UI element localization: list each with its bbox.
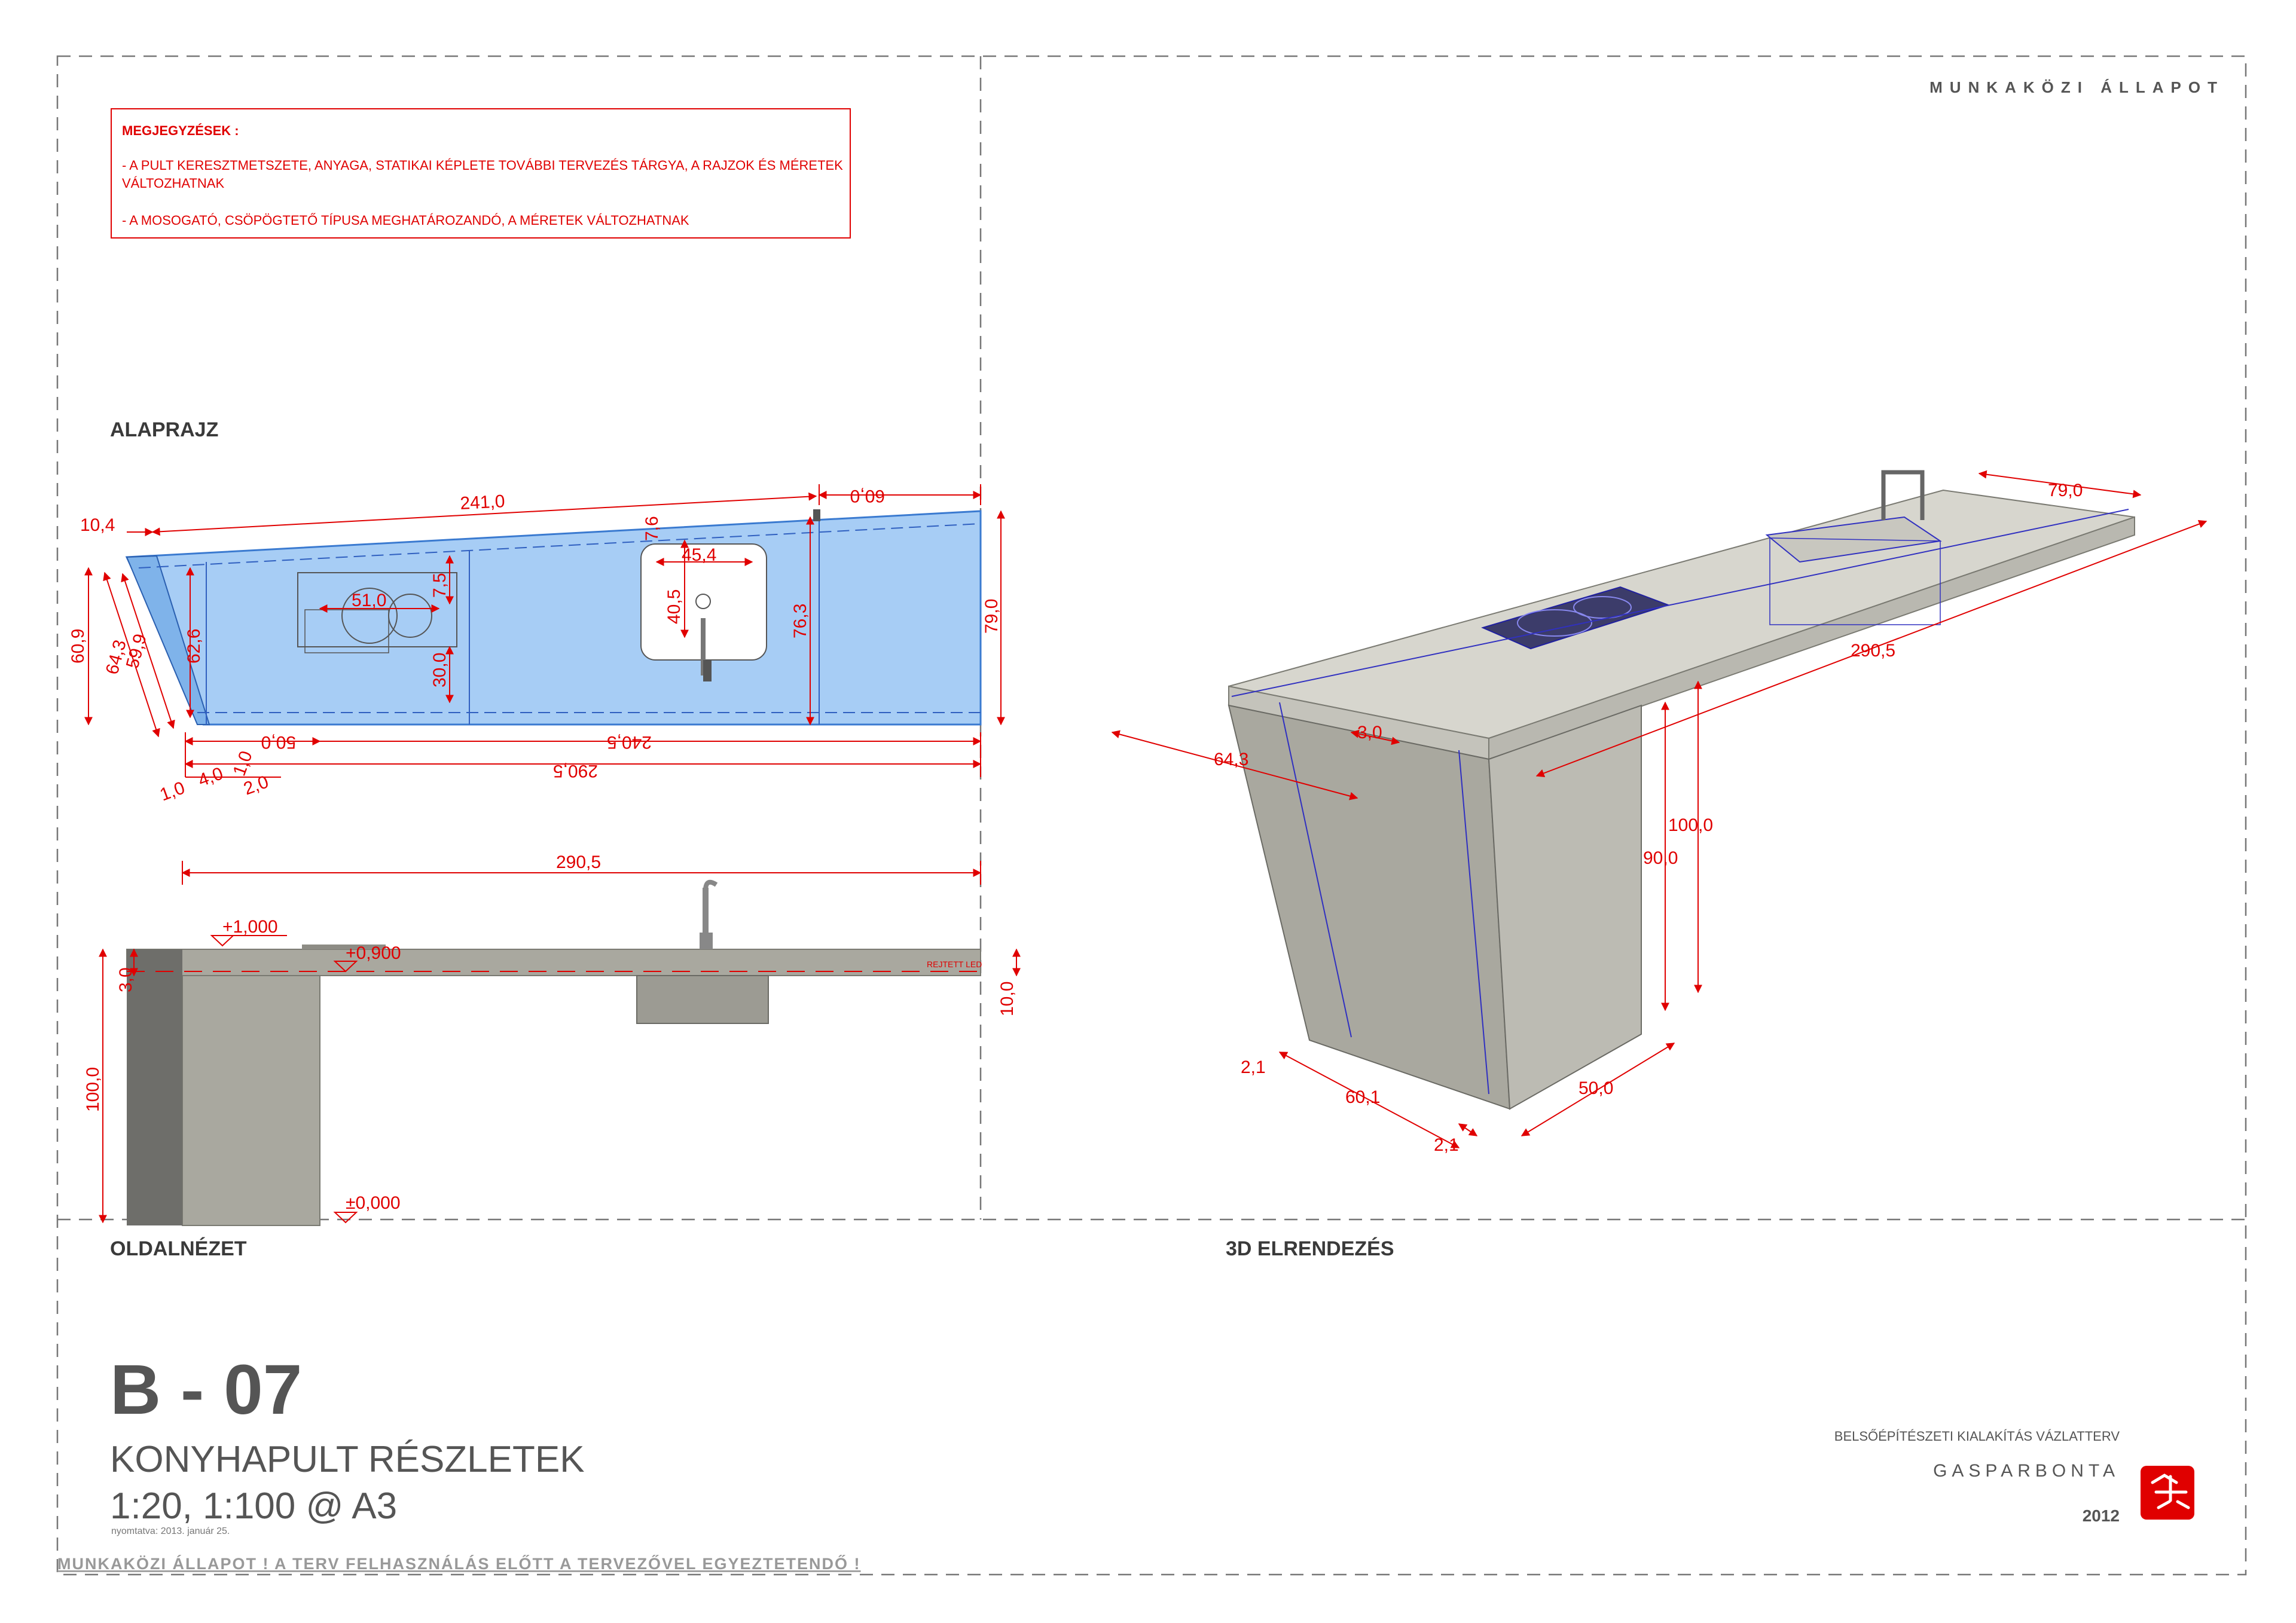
level-plus-1000: +1,000 <box>222 917 278 937</box>
plan-dimensions <box>84 484 1005 778</box>
dim-241: 241,0 <box>460 491 506 514</box>
level-plus-0900: +0,900 <box>346 943 401 963</box>
iso-dim-90: 90,0 <box>1643 848 1678 868</box>
iso-cabinet-front <box>1488 704 1642 1110</box>
dim-79: 79,0 <box>982 599 1002 634</box>
side-dimension-labels: 290,5 +1,000 +0,900 ±0,000 3,0 100,0 10,… <box>83 852 1017 1213</box>
dim-50: 50,0 <box>261 732 296 752</box>
iso-cabinet-side <box>1228 704 1511 1110</box>
dim-1-0-a: 1,0 <box>157 778 187 805</box>
dim-45-4: 45,4 <box>682 545 716 565</box>
iso-dimension-labels: 79,0 290,5 3,0 64,3 100,0 90,0 2,1 60,1 … <box>1214 481 2083 1155</box>
sheet-frames <box>56 55 2247 1576</box>
side-dimensions <box>99 861 1021 1224</box>
year: 2012 <box>2083 1506 2120 1525</box>
dim-30: 30,0 <box>430 653 450 687</box>
dim-1-0-b: 1,0 <box>230 748 257 778</box>
dim-10-4: 10,4 <box>80 515 115 535</box>
dim-76-3: 76,3 <box>790 604 810 638</box>
iso-countertop-top <box>1228 489 2135 739</box>
side-view-label: OLDALNÉZET <box>110 1237 247 1260</box>
plan-view <box>125 509 982 726</box>
plan-countertop <box>125 510 982 726</box>
side-countertop <box>126 949 981 976</box>
firm-logo-icon <box>2141 1466 2194 1520</box>
drawing-scale: 1:20, 1:100 @ A3 <box>110 1486 397 1527</box>
iso-dim-60-1: 60,1 <box>1345 1087 1380 1107</box>
status-header: MUNKAKÖZI ÁLLAPOT <box>1929 78 2224 96</box>
notes-line3: - A MOSOGATÓ, CSÖPÖGTETŐ TÍPUSA MEGHATÁR… <box>122 213 689 228</box>
dim-7-5: 7,5 <box>430 573 450 598</box>
side-cabinet <box>182 975 320 1226</box>
project-title: BELSŐÉPÍTÉSZETI KIALAKÍTÁS VÁZLATTERV <box>1834 1429 2120 1444</box>
plan-cooktop <box>297 572 457 647</box>
iso-dimensions <box>1111 470 2208 1148</box>
dim-62-6: 62,6 <box>184 629 204 664</box>
level-zero: ±0,000 <box>346 1193 401 1213</box>
iso-dim-64-3: 64,3 <box>1214 750 1248 769</box>
drawing-name: KONYHAPULT RÉSZLETEK <box>110 1439 585 1480</box>
dim-60-top: 60,0 <box>850 486 885 506</box>
iso-dim-2-1-a: 2,1 <box>1241 1057 1266 1077</box>
title-block: B - 07 KONYHAPULT RÉSZLETEK 1:20, 1:100 … <box>57 1350 2194 1573</box>
dim-40-5: 40,5 <box>664 589 684 624</box>
firm-name: GASPARBONTA <box>1933 1461 2120 1481</box>
dim-290-5-plan: 290,5 <box>553 761 598 781</box>
print-date: nyomtatva: 2013. január 25. <box>111 1526 230 1536</box>
dim-4-0: 4,0 <box>196 763 225 790</box>
notes-title: MEGJEGYZÉSEK : <box>122 123 239 138</box>
dim-290-5-side: 290,5 <box>556 852 601 872</box>
iso-view <box>1228 470 2135 1110</box>
iso-view-label: 3D ELRENDEZÉS <box>1226 1237 1394 1260</box>
side-end-panel <box>127 949 182 1225</box>
iso-dim-79: 79,0 <box>2048 481 2083 500</box>
notes-box: MEGJEGYZÉSEK : - A PULT KERESZTMETSZETE,… <box>111 108 851 239</box>
iso-dim-50: 50,0 <box>1578 1078 1613 1098</box>
side-sink-bowl <box>636 975 769 1024</box>
iso-dim-3: 3,0 <box>1357 723 1382 742</box>
notes-line1: - A PULT KERESZTMETSZETE, ANYAGA, STATIK… <box>122 158 843 173</box>
dim-240-5: 240,5 <box>607 732 652 752</box>
iso-dim-2-1-b: 2,1 <box>1434 1135 1459 1155</box>
drawing-code: B - 07 <box>110 1350 302 1429</box>
dim-10-side: 10,0 <box>997 982 1017 1016</box>
dim-7-6: 7,6 <box>642 516 662 541</box>
dim-3-side: 3,0 <box>116 967 136 992</box>
dim-59-9: 59,9 <box>123 632 151 671</box>
iso-dim-100: 100,0 <box>1668 815 1713 835</box>
hidden-led-note: REJTETT LED <box>927 959 982 969</box>
side-view <box>126 879 981 1226</box>
dim-51: 51,0 <box>352 591 386 610</box>
notes-line2: VÁLTOZHATNAK <box>122 176 224 191</box>
warning-line: MUNKAKÖZI ÁLLAPOT ! A TERV FELHASZNÁLÁS … <box>57 1554 861 1573</box>
dim-100-side: 100,0 <box>83 1067 103 1112</box>
dim-60-9: 60,9 <box>68 629 88 664</box>
plan-view-label: ALAPRAJZ <box>110 418 218 441</box>
iso-dim-290-5: 290,5 <box>1851 641 1895 661</box>
